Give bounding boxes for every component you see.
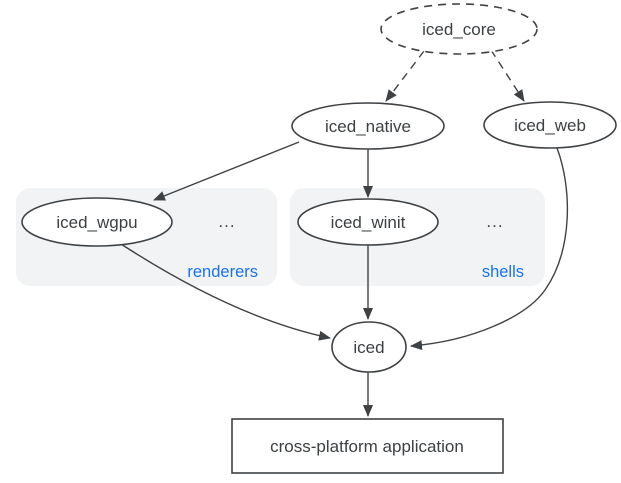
iced-web-label: iced_web [514,116,586,135]
node-iced-wgpu: iced_wgpu [21,197,173,247]
iced-core-label: iced_core [422,20,496,39]
node-iced-winit: iced_winit [297,198,439,246]
edge-native-to-wgpu [153,141,300,201]
node-iced-web: iced_web [483,101,617,149]
shells-group-label: shells [482,263,524,281]
iced-wgpu-ellipse [21,197,173,247]
iced-winit-label: iced_winit [331,213,406,232]
iced-web-ellipse [483,101,617,149]
iced-wgpu-label: iced_wgpu [56,213,137,232]
edge-core-to-native [385,50,425,102]
node-iced-core: iced_core [380,3,538,55]
iced-native-label: iced_native [325,117,411,136]
iced-ellipse [331,321,407,373]
shells-ellipsis: ... [486,212,503,231]
app-label: cross-platform application [270,437,464,456]
node-iced-native: iced_native [291,102,445,150]
node-iced: iced [331,321,407,373]
renderers-ellipsis: ... [218,212,235,231]
iced-native-ellipse [291,102,445,150]
edge-wgpu-to-iced [120,243,331,341]
renderers-group-label: renderers [187,263,258,281]
iced-core-ellipse [380,3,538,55]
iced-winit-ellipse [297,198,439,246]
app-rect [231,418,504,474]
edges [120,49,569,417]
edge-web-to-iced [410,147,569,351]
node-cross-platform-application: cross-platform application [231,418,504,474]
iced-label: iced [353,338,384,357]
edge-core-to-web [490,49,525,102]
